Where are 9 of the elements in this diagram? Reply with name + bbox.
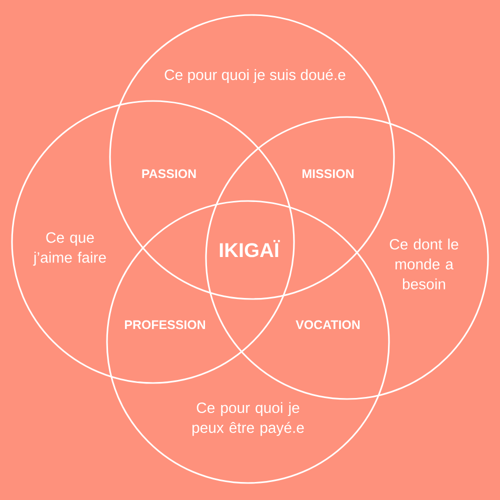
region-label: PASSION bbox=[142, 169, 196, 178]
region-label: VOCATION bbox=[296, 320, 360, 330]
circle-text: Ce que j’aime faire bbox=[33, 232, 106, 266]
circle-text: Ce pour quoi je peux être payé.e bbox=[192, 402, 304, 436]
circle-text: Ce pour quoi je suis doué.e bbox=[164, 68, 346, 84]
circle-text: Ce dont le monde a besoin bbox=[390, 238, 458, 290]
region-label: PROFESSION bbox=[125, 320, 205, 330]
region-label: MISSION bbox=[302, 169, 354, 178]
region-label: IKIGAÏ bbox=[220, 240, 280, 258]
